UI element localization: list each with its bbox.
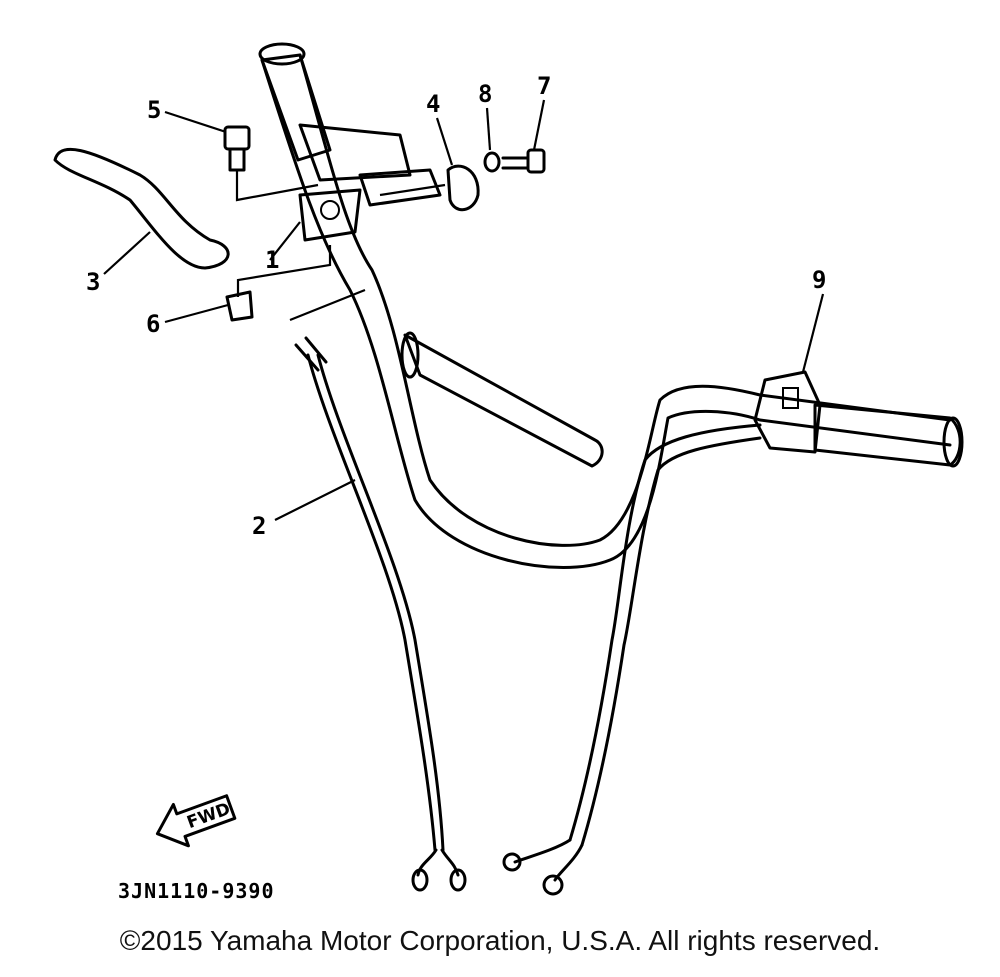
callout-3: 3	[86, 268, 100, 296]
forward-arrow-icon: FWD	[155, 794, 237, 848]
diagram-code: 3JN1110-9390	[118, 879, 275, 903]
nut-6	[225, 290, 254, 322]
callout-8: 8	[478, 80, 492, 108]
switch-cable-2	[294, 336, 467, 892]
switch-housing	[753, 370, 822, 454]
holder-4	[446, 164, 480, 211]
callout-7: 7	[537, 72, 551, 100]
callout-4: 4	[426, 90, 440, 118]
washer-8	[483, 151, 501, 173]
lever	[53, 147, 230, 270]
callout-6: 6	[146, 310, 160, 338]
callout-1: 1	[265, 246, 279, 274]
switch-harness	[502, 423, 762, 896]
callout-9: 9	[812, 266, 826, 294]
alignment-lines	[235, 170, 446, 322]
callout-5: 5	[147, 96, 161, 124]
lever-bracket	[298, 123, 442, 242]
handlebar	[258, 42, 964, 569]
callout-labels: 1 2 3 4 5 6 7 8 9	[86, 72, 826, 540]
copyright-notice: ©2015 Yamaha Motor Corporation, U.S.A. A…	[119, 925, 881, 956]
bolt-7	[501, 148, 546, 174]
callout-2: 2	[252, 512, 266, 540]
leader-lines	[103, 99, 825, 521]
bolt-5	[223, 125, 251, 172]
